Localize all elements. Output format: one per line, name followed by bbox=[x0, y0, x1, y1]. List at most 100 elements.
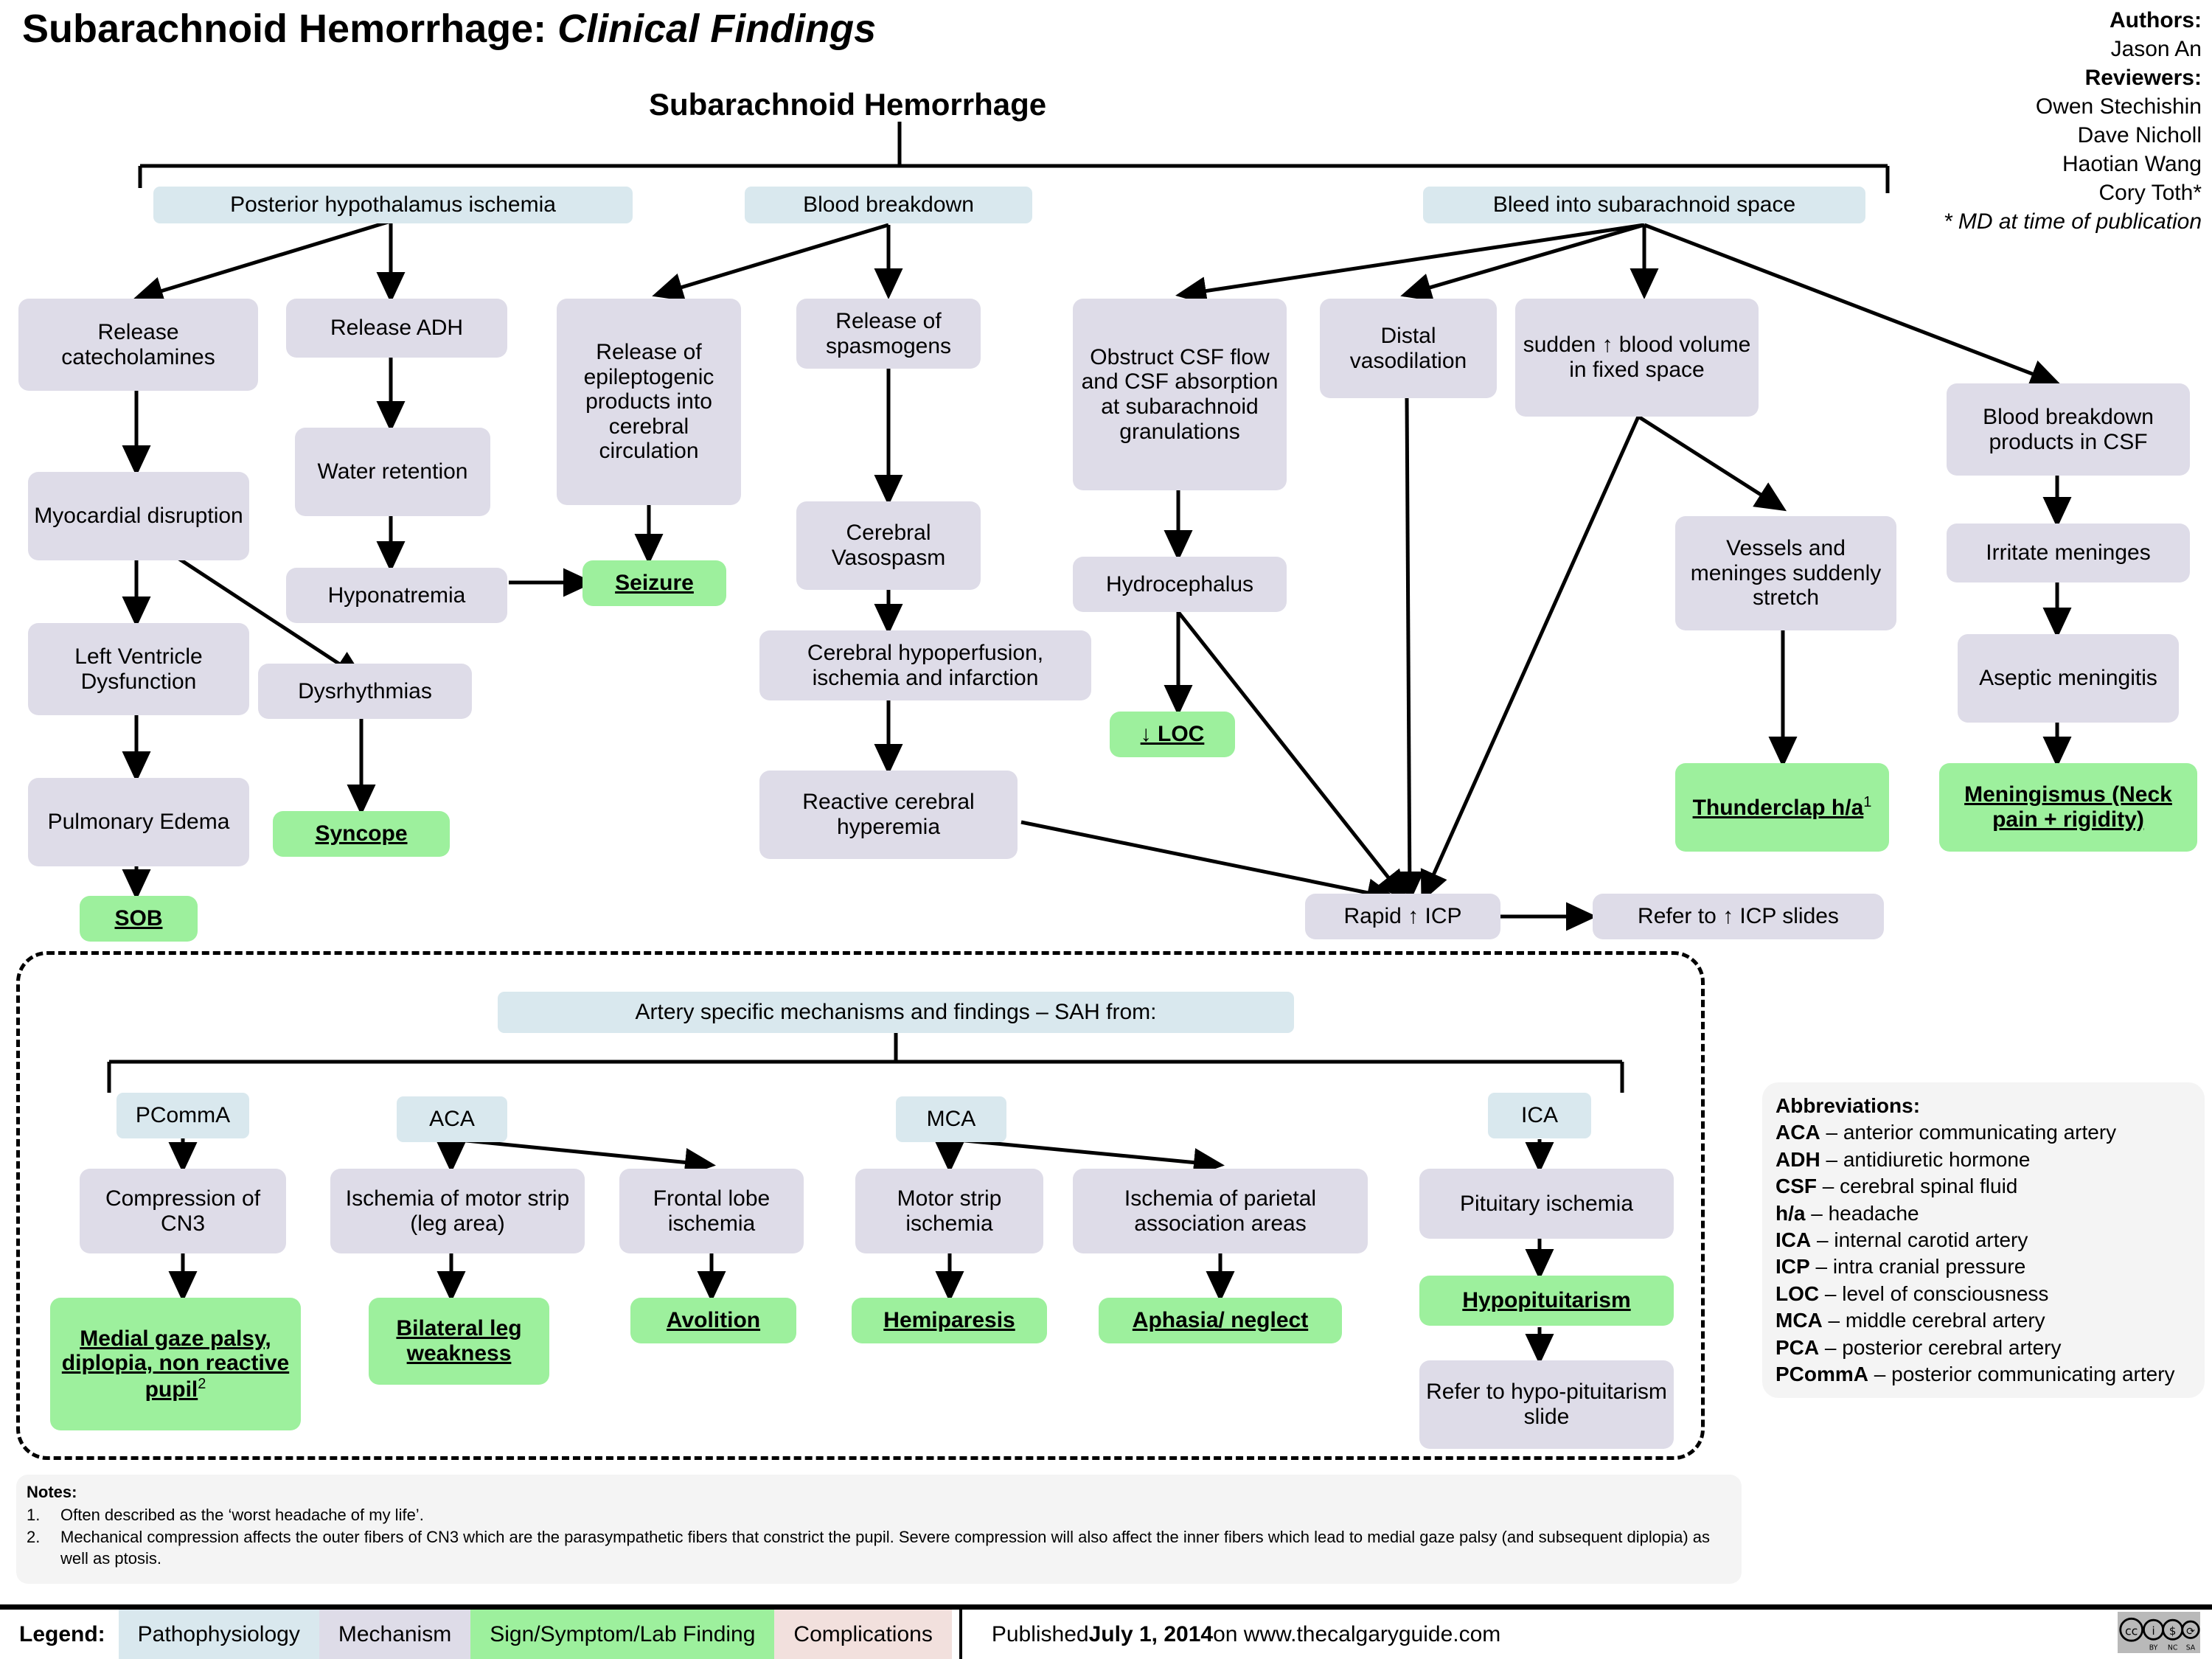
node-release-adh[interactable]: Release ADH bbox=[286, 299, 507, 358]
abbreviation-item: PCommA – posterior communicating artery bbox=[1775, 1362, 2175, 1385]
node-pituitary-ischemia[interactable]: Pituitary ischemia bbox=[1419, 1169, 1674, 1239]
node-frontal-lobe-ischemia[interactable]: Frontal lobe ischemia bbox=[619, 1169, 804, 1253]
avolition-label: Avolition bbox=[666, 1308, 761, 1333]
sob-label: SOB bbox=[114, 906, 163, 931]
svg-text:$: $ bbox=[2169, 1624, 2177, 1638]
node-avolition[interactable]: Avolition bbox=[630, 1298, 796, 1343]
note-item: 2. Mechanical compression affects the ou… bbox=[27, 1527, 1731, 1569]
node-cerebral-vasospasm[interactable]: Cerebral Vasospasm bbox=[796, 501, 981, 590]
author-name: Jason An bbox=[2110, 37, 2202, 61]
hemiparesis-label: Hemiparesis bbox=[883, 1308, 1015, 1333]
node-myocardial-disruption[interactable]: Myocardial disruption bbox=[28, 472, 249, 560]
node-refer-hypopituitarism-slide[interactable]: Refer to hypo-pituitarism slide bbox=[1419, 1360, 1674, 1449]
note-text: Often described as the ‘worst headache o… bbox=[60, 1505, 424, 1524]
node-hypopituitarism[interactable]: Hypopituitarism bbox=[1419, 1276, 1674, 1326]
node-irritate-meninges[interactable]: Irritate meninges bbox=[1947, 524, 2190, 582]
artery-chip-mca[interactable]: MCA bbox=[896, 1096, 1006, 1142]
node-medial-gaze-palsy[interactable]: Medial gaze palsy, diplopia, non reactiv… bbox=[50, 1298, 301, 1430]
artery-chip-aca[interactable]: ACA bbox=[397, 1096, 507, 1142]
note-number: 2. bbox=[27, 1528, 41, 1547]
node-posterior-hypothalamus-ischemia[interactable]: Posterior hypothalamus ischemia bbox=[153, 187, 633, 223]
node-blood-breakdown[interactable]: Blood breakdown bbox=[745, 187, 1032, 223]
creative-commons-icon[interactable]: cc i $ ⟳ BY NC SA bbox=[2118, 1612, 2200, 1653]
svg-text:cc: cc bbox=[2125, 1624, 2138, 1638]
thunderclap-label: Thunderclap h/a1 bbox=[1692, 794, 1872, 821]
artery-section-header: Artery specific mechanisms and findings … bbox=[498, 992, 1294, 1033]
node-dysrhythmias[interactable]: Dysrhythmias bbox=[258, 664, 472, 719]
notes-heading: Notes: bbox=[27, 1483, 77, 1501]
artery-chip-ica[interactable]: ICA bbox=[1488, 1093, 1591, 1138]
syncope-label: Syncope bbox=[315, 821, 408, 846]
node-bilateral-leg-weakness[interactable]: Bilateral leg weakness bbox=[369, 1298, 549, 1385]
legend-chip-sign-symptom[interactable]: Sign/Symptom/Lab Finding bbox=[470, 1610, 775, 1659]
abbreviation-item: ADH – antidiuretic hormone bbox=[1775, 1147, 2031, 1171]
node-ischemia-motor-strip-leg[interactable]: Ischemia of motor strip (leg area) bbox=[330, 1169, 585, 1253]
node-aphasia-neglect[interactable]: Aphasia/ neglect bbox=[1099, 1298, 1342, 1343]
hypopituitarism-label: Hypopituitarism bbox=[1462, 1288, 1631, 1313]
authors-block: Authors: Jason An Reviewers: Owen Stechi… bbox=[1944, 6, 2202, 236]
node-rapid-icp[interactable]: Rapid ↑ ICP bbox=[1305, 894, 1500, 939]
node-vessels-meninges-stretch[interactable]: Vessels and meninges suddenly stretch bbox=[1675, 516, 1896, 630]
loc-label: ↓ LOC bbox=[1140, 722, 1205, 747]
footer-divider bbox=[959, 1610, 962, 1659]
medial-gaze-palsy-label: Medial gaze palsy, diplopia, non reactiv… bbox=[61, 1326, 290, 1402]
node-release-catecholamines[interactable]: Release catecholamines bbox=[18, 299, 258, 391]
abbreviation-item: PCA – posterior cerebral artery bbox=[1775, 1335, 2062, 1359]
node-reactive-cerebral-hyperemia[interactable]: Reactive cerebral hyperemia bbox=[759, 771, 1018, 859]
abbreviation-item: CSF – cerebral spinal fluid bbox=[1775, 1175, 2018, 1198]
abbreviation-item: h/a – headache bbox=[1775, 1201, 1919, 1225]
node-hydrocephalus[interactable]: Hydrocephalus bbox=[1073, 557, 1287, 612]
note-number: 1. bbox=[27, 1505, 41, 1524]
node-sudden-blood-volume[interactable]: sudden ↑ blood volume in fixed space bbox=[1515, 299, 1759, 417]
legend-chip-mechanism[interactable]: Mechanism bbox=[319, 1610, 471, 1659]
reviewer-name: Haotian Wang bbox=[2062, 152, 2202, 176]
page-title-main: Subarachnoid Hemorrhage: bbox=[22, 7, 547, 51]
node-syncope[interactable]: Syncope bbox=[273, 811, 450, 857]
node-release-spasmogens[interactable]: Release of spasmogens bbox=[796, 299, 981, 369]
reviewer-name: Cory Toth* bbox=[2098, 181, 2202, 205]
node-seizure[interactable]: Seizure bbox=[582, 560, 726, 606]
node-ischemia-parietal-association[interactable]: Ischemia of parietal association areas bbox=[1073, 1169, 1368, 1253]
node-sob[interactable]: SOB bbox=[80, 896, 198, 942]
node-refer-icp-slides[interactable]: Refer to ↑ ICP slides bbox=[1593, 894, 1884, 939]
abbreviations-heading: Abbreviations: bbox=[1775, 1094, 1921, 1117]
svg-text:SA: SA bbox=[2186, 1644, 2196, 1652]
abbreviation-item: ICA – internal carotid artery bbox=[1775, 1228, 2028, 1251]
node-bleed-into-subarachnoid-space[interactable]: Bleed into subarachnoid space bbox=[1423, 187, 1865, 223]
artery-specific-region bbox=[16, 951, 1705, 1460]
node-thunderclap-headache[interactable]: Thunderclap h/a1 bbox=[1675, 763, 1889, 852]
bilateral-leg-weakness-label: Bilateral leg weakness bbox=[396, 1316, 522, 1366]
node-cerebral-hypoperfusion[interactable]: Cerebral hypoperfusion, ischemia and inf… bbox=[759, 630, 1091, 700]
node-compression-of-cn3[interactable]: Compression of CN3 bbox=[80, 1169, 286, 1253]
node-left-ventricle-dysfunction[interactable]: Left Ventricle Dysfunction bbox=[28, 623, 249, 715]
meningismus-label: Meningismus (Neck pain + rigidity) bbox=[1964, 782, 2172, 832]
footer-legend-bar: Legend: Pathophysiology Mechanism Sign/S… bbox=[0, 1604, 2212, 1659]
svg-text:BY: BY bbox=[2149, 1644, 2158, 1652]
aphasia-neglect-label: Aphasia/ neglect bbox=[1132, 1308, 1309, 1333]
artery-chip-pcomma[interactable]: PCommA bbox=[116, 1093, 249, 1138]
node-decreased-loc[interactable]: ↓ LOC bbox=[1110, 712, 1235, 757]
reviewer-name: Owen Stechishin bbox=[2035, 94, 2202, 119]
node-meningismus[interactable]: Meningismus (Neck pain + rigidity) bbox=[1939, 763, 2197, 852]
node-pulmonary-edema[interactable]: Pulmonary Edema bbox=[28, 778, 249, 866]
node-release-epileptogenic-products[interactable]: Release of epileptogenic products into c… bbox=[557, 299, 741, 505]
reviewer-name: Dave Nicholl bbox=[2077, 123, 2202, 147]
node-aseptic-meningitis[interactable]: Aseptic meningitis bbox=[1958, 634, 2179, 723]
authors-label: Authors: bbox=[2110, 8, 2202, 32]
legend-chip-complications[interactable]: Complications bbox=[774, 1610, 952, 1659]
node-blood-breakdown-products-csf[interactable]: Blood breakdown products in CSF bbox=[1947, 383, 2190, 476]
node-hyponatremia[interactable]: Hyponatremia bbox=[286, 568, 507, 623]
node-hemiparesis[interactable]: Hemiparesis bbox=[852, 1298, 1047, 1343]
abbreviations-panel: Abbreviations: ACA – anterior communicat… bbox=[1762, 1082, 2205, 1399]
abbreviation-item: ACA – anterior communicating artery bbox=[1775, 1121, 2117, 1144]
svg-text:i: i bbox=[2152, 1624, 2154, 1638]
legend-label: Legend: bbox=[19, 1621, 105, 1646]
node-obstruct-csf-flow[interactable]: Obstruct CSF flow and CSF absorption at … bbox=[1073, 299, 1287, 490]
node-distal-vasodilation[interactable]: Distal vasodilation bbox=[1320, 299, 1497, 398]
node-water-retention[interactable]: Water retention bbox=[295, 428, 490, 516]
node-motor-strip-ischemia[interactable]: Motor strip ischemia bbox=[855, 1169, 1043, 1253]
note-item: 1. Often described as the ‘worst headach… bbox=[27, 1505, 1731, 1526]
legend-chip-pathophysiology[interactable]: Pathophysiology bbox=[118, 1610, 319, 1659]
seizure-label: Seizure bbox=[615, 571, 694, 596]
